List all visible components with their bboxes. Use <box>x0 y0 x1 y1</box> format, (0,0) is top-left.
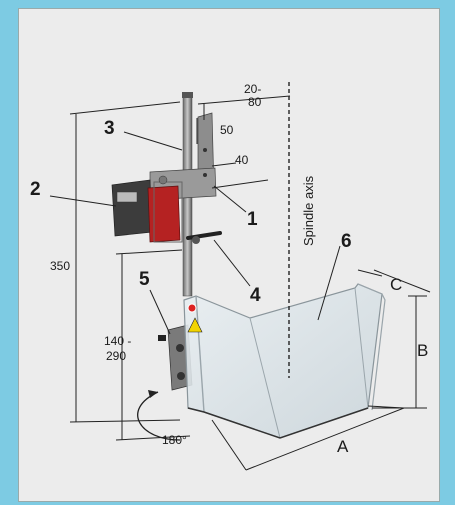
dim-50: 50 <box>220 123 234 137</box>
callout-leaders <box>49 131 341 335</box>
dim-140-290-line1: 140 - <box>104 334 131 348</box>
dim-180: 180° <box>162 433 187 447</box>
callout-6: 6 <box>341 231 352 252</box>
dimension-lines <box>69 95 431 471</box>
spindle-axis-label: Spindle axis <box>301 175 316 246</box>
callout-3: 3 <box>104 118 115 139</box>
dim-40: 40 <box>235 153 249 167</box>
callout-1: 1 <box>247 209 258 230</box>
callout-4: 4 <box>250 285 261 306</box>
rotation-arrow <box>137 391 181 441</box>
dim-b: B <box>417 341 428 360</box>
dim-140-290-line2: 290 <box>106 349 126 363</box>
column-cap <box>182 92 193 98</box>
warning-sticker <box>187 317 203 333</box>
dim-c: C <box>390 275 402 294</box>
dim-20-80-line1: 20- <box>244 82 261 96</box>
clamp-lever <box>186 231 222 240</box>
callout-2: 2 <box>30 179 41 200</box>
dim-20-80-line2: 80 <box>248 95 262 109</box>
callout-5: 5 <box>139 269 150 290</box>
red-clamp <box>147 185 181 243</box>
dim-a: A <box>337 437 349 456</box>
dim-350: 350 <box>50 259 70 273</box>
switch-box <box>111 179 153 237</box>
